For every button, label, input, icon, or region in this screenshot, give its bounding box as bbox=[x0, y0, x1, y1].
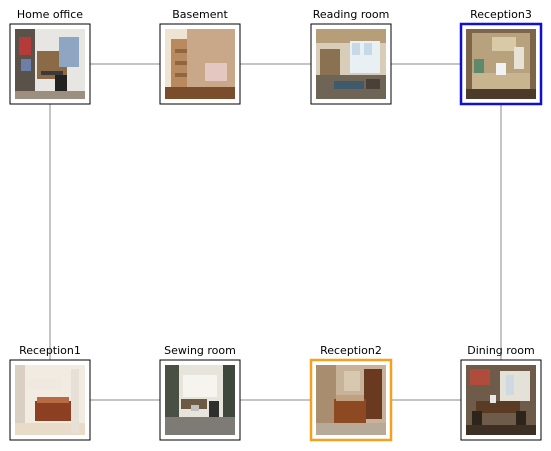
node-dining-room: Dining room bbox=[460, 344, 542, 441]
room-photo bbox=[15, 365, 85, 435]
node-reception2: Reception2 bbox=[309, 344, 393, 442]
node-label: Dining room bbox=[467, 344, 534, 357]
room-photo bbox=[165, 29, 235, 99]
room-photo bbox=[466, 365, 536, 435]
node-label: Sewing room bbox=[164, 344, 236, 357]
room-photo bbox=[316, 365, 386, 435]
room-photo bbox=[165, 365, 235, 435]
node-reading-room: Reading room bbox=[310, 8, 392, 105]
node-label: Home office bbox=[17, 8, 83, 21]
node-home-office: Home office bbox=[9, 8, 91, 105]
node-reception3: Reception3 bbox=[459, 8, 543, 106]
room-photo bbox=[466, 29, 536, 99]
node-label: Reception2 bbox=[320, 344, 382, 357]
node-label: Reception3 bbox=[470, 8, 532, 21]
node-sewing-room: Sewing room bbox=[159, 344, 241, 441]
node-basement: Basement bbox=[159, 8, 241, 105]
node-label: Basement bbox=[172, 8, 228, 21]
edges-layer bbox=[49, 63, 502, 401]
node-label: Reading room bbox=[313, 8, 390, 21]
node-reception1: Reception1 bbox=[9, 344, 91, 441]
node-label: Reception1 bbox=[19, 344, 81, 357]
room-photo bbox=[316, 29, 386, 99]
room-photo bbox=[15, 29, 85, 99]
